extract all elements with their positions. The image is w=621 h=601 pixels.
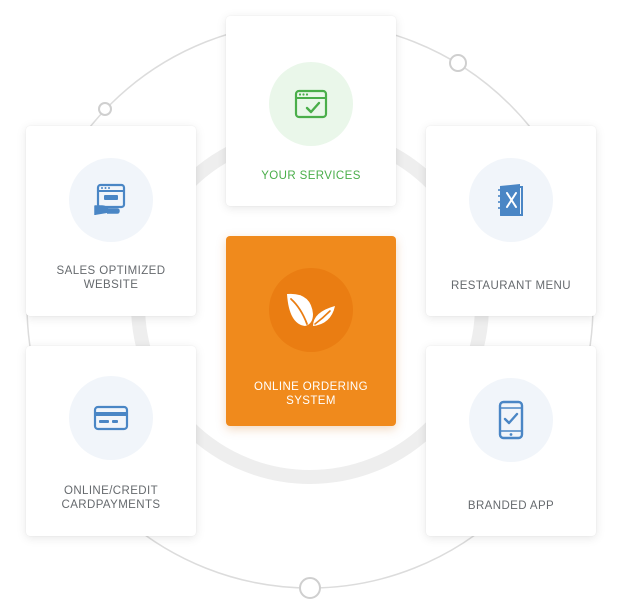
badge [469, 378, 553, 462]
badge [269, 268, 353, 352]
card-label-line-2: CARDPAYMENTS [61, 499, 161, 511]
ring-node-bottom [299, 577, 321, 599]
badge [269, 62, 353, 146]
card-label: ONLINE ORDERING SYSTEM [234, 380, 388, 408]
card-online-ordering[interactable]: ONLINE ORDERING SYSTEM [226, 236, 396, 426]
browser-check-icon [294, 89, 328, 119]
card-label-line-1: ONLINE ORDERING [254, 381, 368, 393]
credit-card-icon [93, 405, 129, 431]
card-credit-payments[interactable]: ONLINE/CREDIT CARDPAYMENTS [26, 346, 196, 536]
card-label-line-2: SYSTEM [286, 395, 336, 407]
card-label: ONLINE/CREDIT CARDPAYMENTS [34, 484, 188, 512]
card-label: BRANDED APP [467, 500, 555, 512]
card-label-line-1: SALES OPTIMIZED [56, 265, 166, 277]
ring-node-top-right [449, 54, 467, 72]
card-label: RESTAURANT MENU [451, 280, 571, 292]
menu-book-icon [498, 184, 523, 216]
website-hand-icon [94, 183, 126, 215]
card-label-line-2: WEBSITE [83, 279, 139, 291]
card-sales-website[interactable]: SALES OPTIMIZED WEBSITE [26, 126, 196, 316]
leaves-icon [287, 293, 335, 326]
card-label: YOUR SERVICES [261, 170, 361, 182]
ring-node-top-left [98, 102, 112, 116]
badge [69, 376, 153, 460]
card-restaurant-menu[interactable]: RESTAURANT MENU [426, 126, 596, 316]
phone-check-icon [498, 400, 524, 440]
card-your-services[interactable]: YOUR SERVICES [226, 16, 396, 206]
badge [69, 158, 153, 242]
badge [469, 158, 553, 242]
card-label: SALES OPTIMIZED WEBSITE [34, 264, 188, 292]
card-branded-app[interactable]: BRANDED APP [426, 346, 596, 536]
card-label-line-1: ONLINE/CREDIT [63, 485, 159, 497]
